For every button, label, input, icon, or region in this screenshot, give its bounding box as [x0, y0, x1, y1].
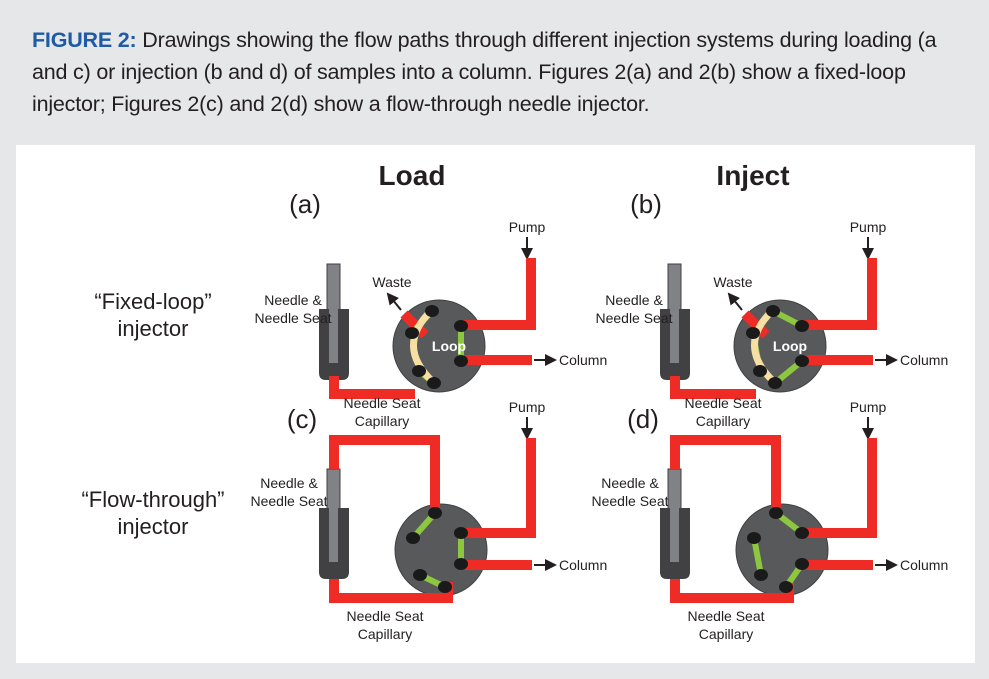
panel-b: (b) Pump Needle & Needle Seat Waste Colu…	[595, 189, 948, 429]
column-header-inject: Inject	[716, 160, 789, 191]
capillary-label-2: Capillary	[696, 413, 750, 429]
figure-panel: Load Inject “Fixed-loop” injector “Flow-…	[16, 145, 975, 663]
needle-loop-tubing	[670, 435, 781, 507]
needle-loop-tubing	[329, 435, 440, 507]
pump-label: Pump	[509, 399, 546, 415]
needle-seat-label: Needle Seat	[595, 310, 672, 326]
capillary-label-2: Capillary	[355, 413, 409, 429]
valve-port	[454, 527, 468, 539]
capillary-label: Needle Seat	[346, 608, 423, 624]
capillary-label-2: Capillary	[699, 626, 753, 642]
sample-loop	[410, 307, 437, 386]
waste-label: Waste	[372, 274, 411, 290]
capillary-label-2: Capillary	[358, 626, 412, 642]
panel-a: (a) Pump Needle & Needle Seat Waste Colu…	[254, 189, 607, 429]
valve-port	[766, 305, 780, 317]
valve-ports	[747, 507, 809, 593]
pump-tubing	[804, 258, 877, 330]
needle-label: Needle &	[264, 292, 322, 308]
capillary-label: Needle Seat	[684, 395, 761, 411]
row-label-flow-line1: “Flow-through”	[81, 487, 224, 512]
panel-tag: (b)	[630, 189, 662, 219]
row-label-fixed-line2: injector	[118, 316, 189, 341]
waste-label: Waste	[713, 274, 752, 290]
valve-port	[454, 320, 468, 332]
injector-diagram: Load Inject “Fixed-loop” injector “Flow-…	[81, 160, 948, 642]
needle-label: Needle &	[260, 475, 318, 491]
valve-channel	[751, 537, 764, 576]
valve-port	[768, 377, 782, 389]
waste-tubing	[741, 310, 770, 339]
loop-label: Loop	[432, 338, 466, 354]
pump-tubing	[804, 438, 877, 538]
pump-label: Pump	[850, 219, 887, 235]
needle-label: Needle &	[601, 475, 659, 491]
needle-seat-label: Needle Seat	[250, 493, 327, 509]
needle-seat-capillary	[329, 376, 415, 399]
valve-port	[795, 320, 809, 332]
pump-label: Pump	[509, 219, 546, 235]
pump-tubing	[463, 438, 536, 538]
panel-d: (d) Pump Needle & Needle Seat Column Nee…	[591, 399, 948, 642]
valve-port	[412, 365, 426, 377]
valve-port	[405, 327, 419, 339]
figure-caption: FIGURE 2: Drawings showing the flow path…	[32, 24, 952, 120]
figure-label: FIGURE 2:	[32, 28, 137, 52]
valve-port	[747, 532, 761, 544]
needle-seat-capillary	[670, 376, 756, 399]
panel-tag: (c)	[287, 404, 317, 434]
valve-ports	[405, 305, 468, 389]
column-label: Column	[900, 557, 948, 573]
valve-port	[406, 532, 420, 544]
sample-loop	[751, 307, 778, 386]
valve-port	[779, 581, 793, 593]
pump-tubing	[463, 258, 536, 330]
waste-tubing	[400, 310, 429, 339]
column-label: Column	[559, 557, 607, 573]
valve-port	[425, 305, 439, 317]
valve-ports	[746, 305, 809, 389]
capillary-label: Needle Seat	[687, 608, 764, 624]
needle-seat-label: Needle Seat	[254, 310, 331, 326]
valve-port	[454, 355, 468, 367]
valve-port	[746, 327, 760, 339]
needle-label: Needle &	[605, 292, 663, 308]
pump-label: Pump	[850, 399, 887, 415]
valve-port	[795, 558, 809, 570]
needle-seat-label: Needle Seat	[591, 493, 668, 509]
valve-port	[427, 377, 441, 389]
valve-port	[754, 569, 768, 581]
loop-label: Loop	[773, 338, 807, 354]
valve-port	[428, 507, 442, 519]
column-label: Column	[559, 352, 607, 368]
valve-ports	[406, 507, 468, 593]
figure-caption-text: Drawings showing the flow paths through …	[32, 28, 937, 116]
valve-port	[438, 581, 452, 593]
valve-port	[413, 569, 427, 581]
row-label-flow-line2: injector	[118, 514, 189, 539]
valve-port	[769, 507, 783, 519]
valve-port	[753, 365, 767, 377]
column-label: Column	[900, 352, 948, 368]
panel-tag: (a)	[289, 189, 321, 219]
column-header-load: Load	[379, 160, 446, 191]
valve-port	[795, 355, 809, 367]
panel-c: (c) Pump Needle & Needle Seat Column Nee…	[250, 399, 607, 642]
valve-port	[454, 558, 468, 570]
row-label-fixed-line1: “Fixed-loop”	[94, 289, 211, 314]
panel-tag: (d)	[627, 404, 659, 434]
capillary-label: Needle Seat	[343, 395, 420, 411]
valve-port	[795, 527, 809, 539]
